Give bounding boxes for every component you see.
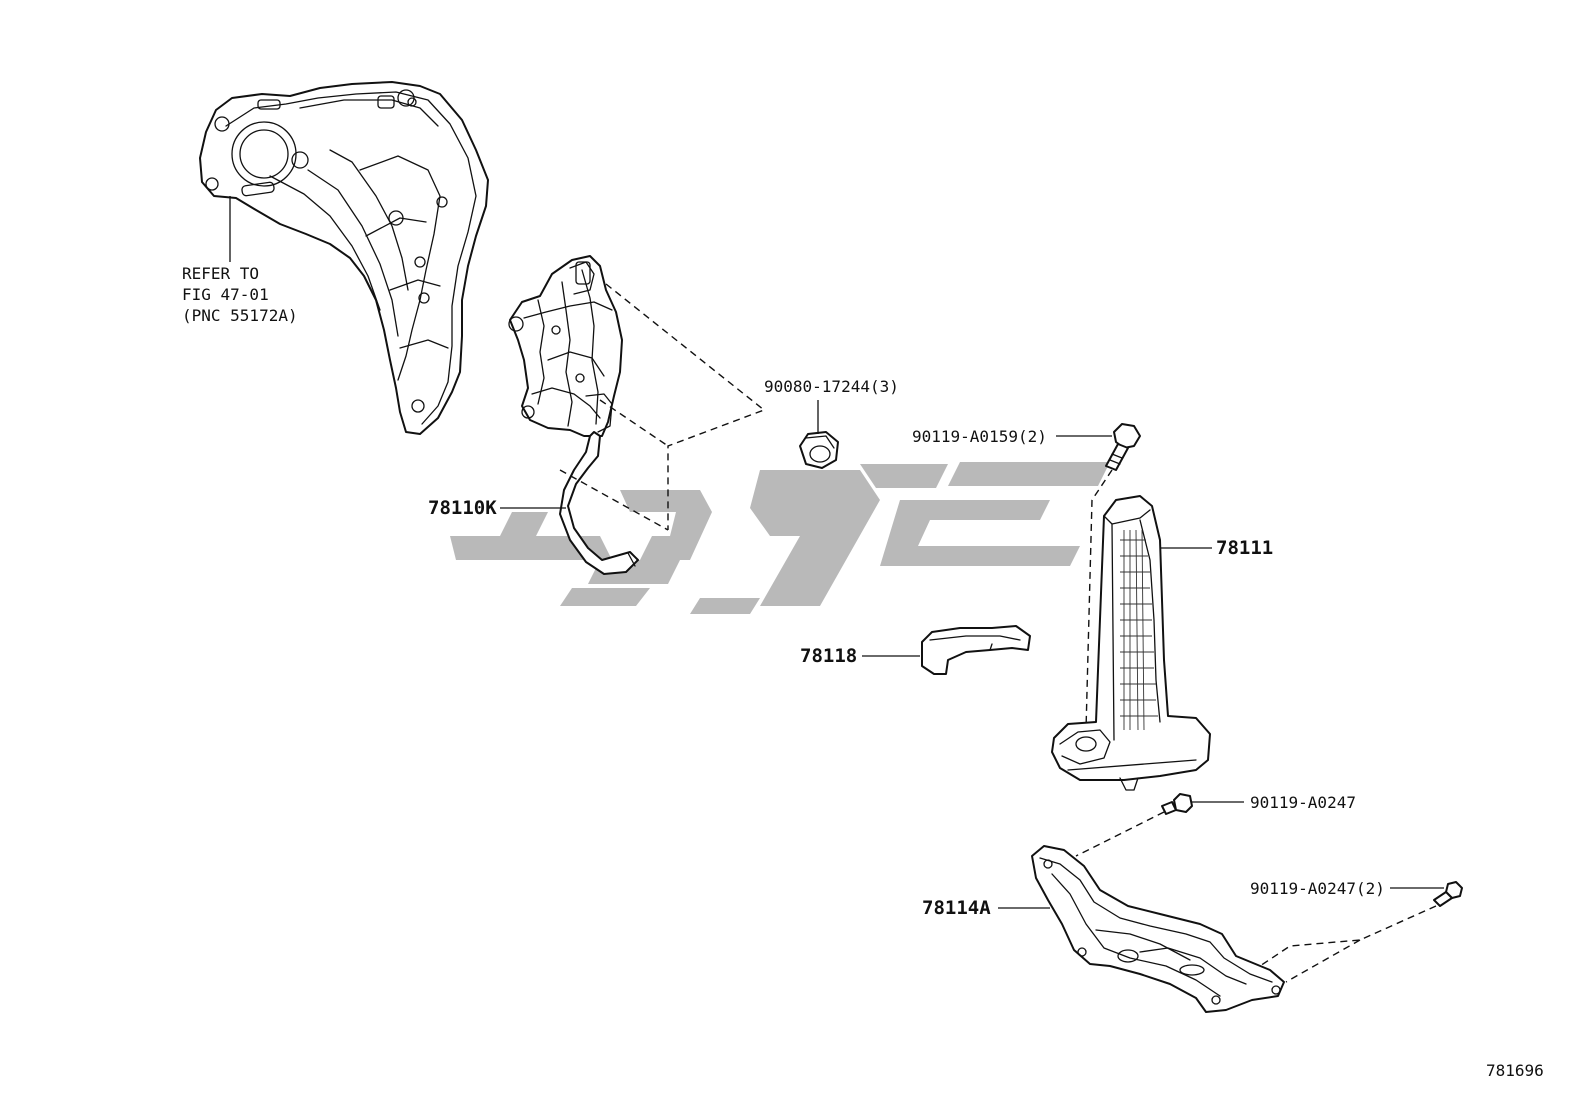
bolt-a0247-dashes <box>1075 811 1165 857</box>
part-90119-a0159-label: 90119-A0159(2) <box>912 427 1047 446</box>
part-90119-a0247-label: 90119-A0247 <box>1250 793 1356 812</box>
part-90119-a0247-2-label: 90119-A0247(2) <box>1250 879 1385 898</box>
bolt-a0247-2-dashes <box>1259 905 1437 983</box>
refer-pnc-label: (PNC 55172A) <box>182 306 298 325</box>
pedal-bracket-78114a <box>1031 845 1285 1013</box>
logo-watermark <box>450 462 1110 614</box>
bolt-90119-a0159 <box>1105 423 1141 471</box>
accelerator-pedal-78111 <box>1051 495 1211 791</box>
refer-to-label: REFER TO <box>182 264 259 283</box>
bolt-90119-a0247 <box>1161 793 1193 815</box>
part-78111-label: 78111 <box>1216 537 1273 559</box>
part-90080-label: 90080-17244(3) <box>764 377 899 396</box>
dash-panel-reference <box>199 81 489 435</box>
sensor-mount-dashes <box>559 283 766 531</box>
part-78114a-label: 78114A <box>922 897 991 919</box>
bolt-90119-a0247-2 <box>1433 881 1463 907</box>
pedal-cover-78118 <box>921 625 1031 675</box>
pedal-sensor-assembly <box>508 255 639 575</box>
figure-number: 781696 <box>1486 1061 1544 1080</box>
bolt-a0159-dashes <box>1085 469 1113 731</box>
nut-90080-17244 <box>799 431 839 469</box>
refer-fig-label: FIG 47-01 <box>182 285 269 304</box>
part-78118-label: 78118 <box>800 645 857 667</box>
part-78110k-label: 78110K <box>428 497 497 519</box>
